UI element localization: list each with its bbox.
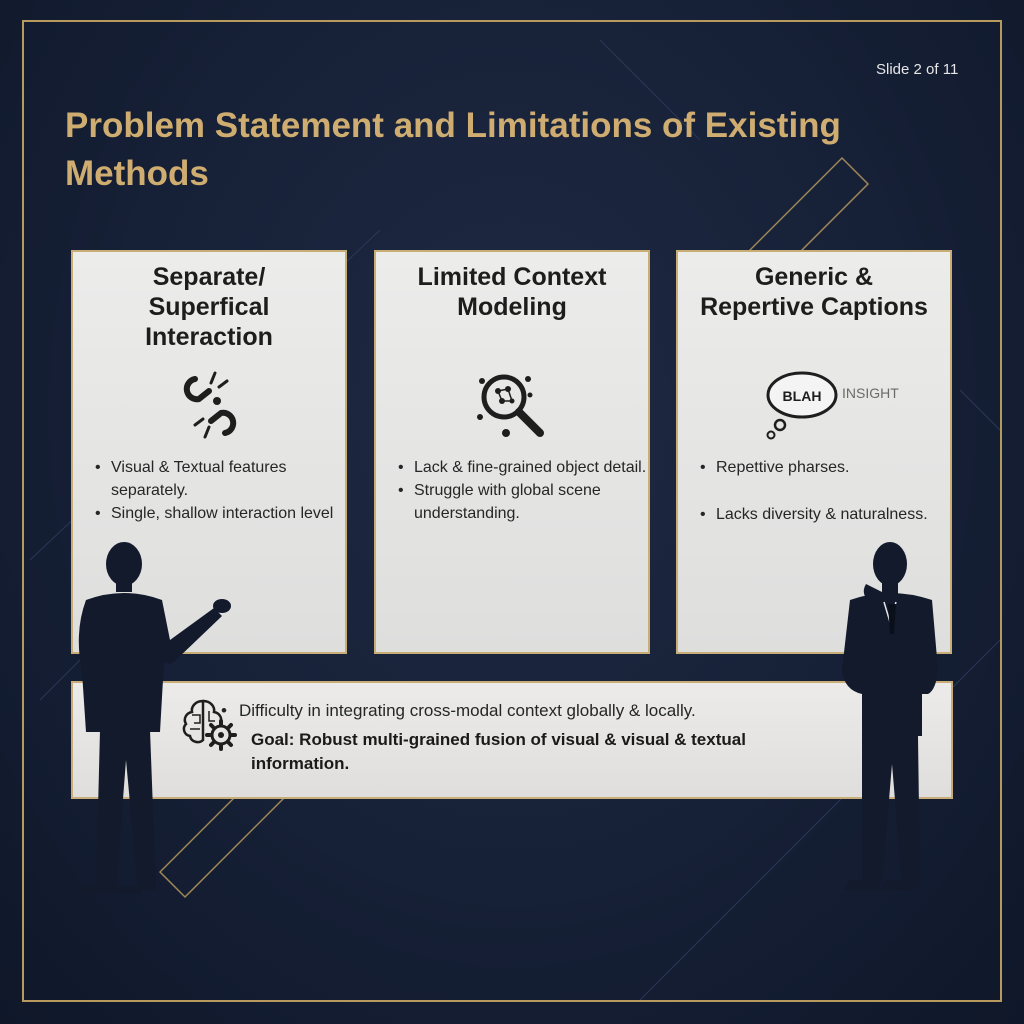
speech-bubble-icon: BLAH <box>766 371 838 440</box>
list-item: Lack & fine-grained object detail. <box>398 456 656 479</box>
card-generic-captions: Generic & Repertive Captions BLAH INSIGH… <box>676 250 952 654</box>
goal-bullet: Difficulty in integrating cross-modal co… <box>221 701 696 721</box>
list-item: Repettive pharses. <box>700 456 958 479</box>
list-item: Struggle with global scene understanding… <box>398 479 656 525</box>
magnifier-icon <box>477 374 544 437</box>
card-title: Limited Context Modeling <box>417 263 607 321</box>
slide-title: Problem Statement and Limitations of Exi… <box>65 106 841 193</box>
thinker-silhouette <box>842 542 938 890</box>
list-item: Single, shallow interaction level <box>95 502 353 525</box>
broken-link-icon <box>183 371 237 439</box>
goal-statement: Goal: Robust multi-grained fusion of vis… <box>251 730 746 773</box>
card-limited-context: Limited Context Modeling Lack & fine-gra… <box>374 250 650 654</box>
slide-frame <box>22 20 1002 1002</box>
list-item: Visual & Textual features separately. <box>95 456 353 502</box>
card-title: Generic & Repertive Captions <box>700 263 928 321</box>
slide-number: Slide 2 of 11 <box>876 61 959 78</box>
goal-panel: Difficulty in integrating cross-modal co… <box>71 681 953 799</box>
card-title: Separate/ Superfical Interaction <box>145 263 273 351</box>
brain-gear-icon <box>182 699 237 751</box>
bubble-side-text: INSIGHT <box>842 385 899 401</box>
presenter-silhouette <box>74 542 231 894</box>
list-item: Lacks diversity & naturalness. <box>700 503 958 526</box>
bubble-text: BLAH <box>783 388 822 404</box>
